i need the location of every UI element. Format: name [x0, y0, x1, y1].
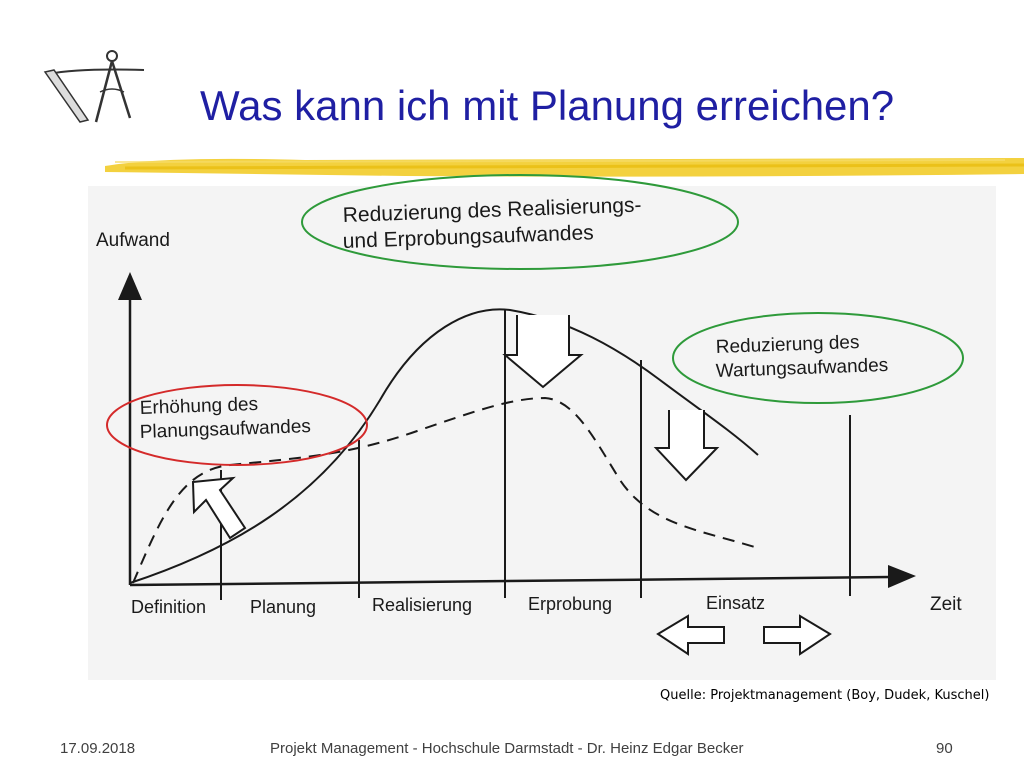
planned-effort-curve: [132, 396, 759, 584]
callout-realization-line-1: Reduzierung des Realisierungs-: [342, 194, 641, 227]
y-axis-arrowhead: [118, 272, 142, 300]
slide-title: Was kann ich mit Planung erreichen?: [200, 82, 895, 129]
arrow-down-realization: [502, 315, 584, 389]
arrow-right-operation: [763, 614, 832, 656]
arrow-down-operation: [653, 410, 720, 482]
callout-ellipse-planning: [106, 384, 368, 466]
title-underline-stripe: [105, 158, 1024, 177]
callout-maintenance-line-2: Wartungsaufwandes: [715, 355, 888, 382]
footer-page-number: 90: [936, 740, 953, 757]
phase-label-definition: Definition: [131, 597, 206, 617]
conventional-effort-curve: [129, 308, 759, 584]
footer-date: 17.09.2018: [60, 740, 136, 757]
x-axis: [129, 575, 896, 587]
callout-realization-line-2: und Erprobungsaufwandes: [342, 221, 594, 253]
source-citation: Quelle: Projektmanagement (Boy, Dudek, K…: [660, 688, 990, 703]
callout-planning-line-1: Erhöhung des: [139, 394, 258, 419]
callout-ellipse-maintenance: [672, 312, 964, 404]
arrow-left-operation: [656, 614, 725, 656]
callout-ellipse-realization: [301, 174, 739, 270]
phase-label-planung: Planung: [250, 597, 316, 617]
phase-label-realisierung: Realisierung: [372, 595, 472, 615]
arrow-up-planning: [191, 476, 247, 540]
phase-label-erprobung: Erprobung: [528, 594, 612, 614]
y-axis-label: Aufwand: [96, 230, 170, 251]
x-axis-arrowhead: [888, 565, 916, 588]
callout-maintenance-line-1: Reduzierung des: [715, 332, 859, 358]
x-axis-label: Zeit: [930, 594, 962, 615]
drafting-compass-icon: [43, 50, 145, 123]
callout-planning-line-2: Planungsaufwandes: [139, 416, 311, 443]
phase-label-einsatz: Einsatz: [706, 593, 765, 613]
footer-course: Projekt Management - Hochschule Darmstad…: [270, 740, 744, 757]
